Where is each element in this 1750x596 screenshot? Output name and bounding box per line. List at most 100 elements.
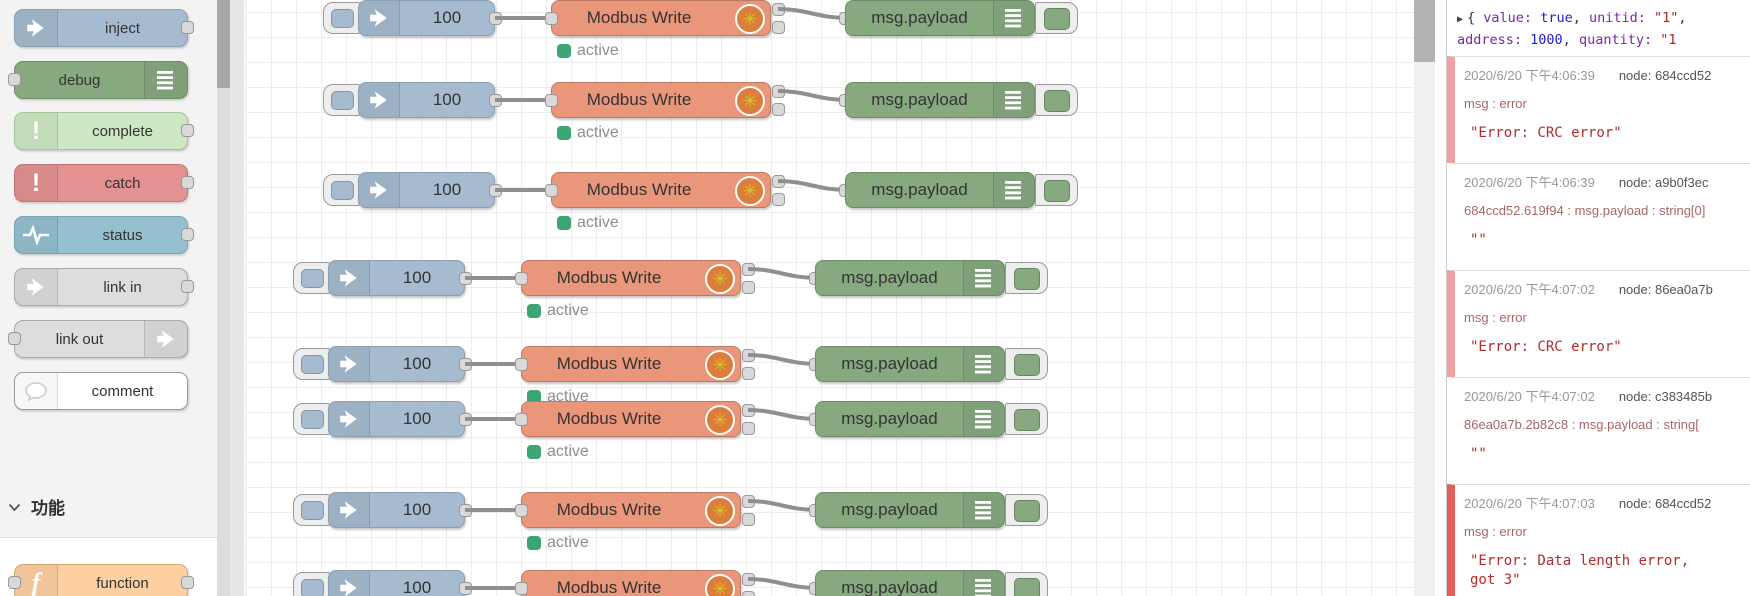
canvas-scrollbar[interactable] xyxy=(1414,0,1435,596)
wire[interactable] xyxy=(465,586,525,590)
palette-node-complete[interactable]: !complete xyxy=(14,112,194,150)
wire[interactable] xyxy=(465,417,525,421)
debug-node[interactable]: msg.payload xyxy=(815,570,1005,596)
debug-toggle-button[interactable] xyxy=(1005,348,1048,380)
modbus-write-node[interactable]: Modbus Write✳ xyxy=(521,401,741,437)
modbus-output-port-2[interactable] xyxy=(741,280,755,294)
inject-button[interactable] xyxy=(293,403,330,435)
modbus-input-port[interactable] xyxy=(514,357,528,371)
palette-canvas-divider[interactable] xyxy=(230,0,246,596)
inject-button[interactable] xyxy=(293,494,330,526)
inject-node[interactable]: 100 xyxy=(328,570,465,596)
modbus-output-port-2[interactable] xyxy=(741,512,755,526)
palette-node-port-out[interactable] xyxy=(181,576,194,589)
wire[interactable] xyxy=(495,188,555,192)
debug-node-label: msg.payload xyxy=(841,268,938,287)
inject-node[interactable]: 100 xyxy=(328,260,465,296)
debug-toggle-button[interactable] xyxy=(1005,403,1048,435)
debug-entry-meta: msg : error xyxy=(1464,310,1527,325)
debug-object-message[interactable]: ▶{ value: true, unitid: "1",address: 100… xyxy=(1447,0,1750,56)
wire[interactable] xyxy=(465,276,525,280)
inject-button[interactable] xyxy=(293,572,330,596)
debug-node[interactable]: msg.payload xyxy=(845,82,1035,118)
modbus-write-node[interactable]: Modbus Write✳ xyxy=(521,570,741,596)
inject-node[interactable]: 100 xyxy=(328,492,465,528)
palette-node-debug[interactable]: debug xyxy=(8,61,188,99)
palette-node-port-out[interactable] xyxy=(181,124,194,137)
modbus-output-port-2[interactable] xyxy=(741,421,755,435)
modbus-write-node[interactable]: Modbus Write✳ xyxy=(551,0,771,36)
debug-toggle-button[interactable] xyxy=(1005,494,1048,526)
canvas-scrollbar-thumb[interactable] xyxy=(1414,0,1435,62)
debug-node[interactable]: msg.payload xyxy=(815,492,1005,528)
inject-button[interactable] xyxy=(293,348,330,380)
palette-node-port-out[interactable] xyxy=(181,228,194,241)
modbus-input-port[interactable] xyxy=(514,412,528,426)
palette-node-catch[interactable]: !catch xyxy=(14,164,194,202)
palette-scrollbar-thumb[interactable] xyxy=(217,0,230,88)
modbus-output-port-2[interactable] xyxy=(771,20,785,34)
wire[interactable] xyxy=(465,362,525,366)
wire[interactable] xyxy=(495,98,555,102)
modbus-write-node[interactable]: Modbus Write✳ xyxy=(551,82,771,118)
modbus-input-port[interactable] xyxy=(514,271,528,285)
palette-node-port-in[interactable] xyxy=(8,576,21,589)
debug-toggle-button[interactable] xyxy=(1005,262,1048,294)
palette-node-port-out[interactable] xyxy=(181,280,194,293)
debug-node[interactable]: msg.payload xyxy=(815,260,1005,296)
palette-node-status[interactable]: status xyxy=(14,216,194,254)
modbus-write-node[interactable]: Modbus Write✳ xyxy=(551,172,771,208)
palette-category-header[interactable]: 功能 xyxy=(8,494,65,519)
debug-toggle-button[interactable] xyxy=(1035,84,1078,116)
inject-node[interactable]: 100 xyxy=(328,401,465,437)
modbus-input-port[interactable] xyxy=(514,503,528,517)
modbus-input-port[interactable] xyxy=(544,183,558,197)
debug-node[interactable]: msg.payload xyxy=(845,0,1035,36)
palette-node-port-out[interactable] xyxy=(181,21,194,34)
palette-node-port-out[interactable] xyxy=(181,176,194,189)
modbus-output-port-2[interactable] xyxy=(741,366,755,380)
modbus-output-port-2[interactable] xyxy=(741,590,755,596)
inject-button[interactable] xyxy=(323,2,360,34)
inject-node[interactable]: 100 xyxy=(358,82,495,118)
inject-button[interactable] xyxy=(323,84,360,116)
palette-node-inject[interactable]: inject xyxy=(14,9,194,47)
wire[interactable] xyxy=(465,508,525,512)
palette-scrollbar[interactable] xyxy=(217,0,230,596)
modbus-input-port[interactable] xyxy=(514,581,528,595)
modbus-output-port-2[interactable] xyxy=(771,192,785,206)
debug-node[interactable]: msg.payload xyxy=(815,401,1005,437)
debug-node[interactable]: msg.payload xyxy=(845,172,1035,208)
palette-node-link-in[interactable]: link in xyxy=(14,268,194,306)
inject-node[interactable]: 100 xyxy=(328,346,465,382)
modbus-write-node[interactable]: Modbus Write✳ xyxy=(521,492,741,528)
debug-toggle-button[interactable] xyxy=(1005,572,1048,596)
debug-toggle-button[interactable] xyxy=(1035,2,1078,34)
modbus-write-node[interactable]: Modbus Write✳ xyxy=(521,346,741,382)
palette-node-link-out[interactable]: link out xyxy=(8,320,188,358)
inject-button[interactable] xyxy=(293,262,330,294)
debug-node-id: node: 684ccd52 xyxy=(1618,496,1712,511)
palette-node-comment[interactable]: comment xyxy=(14,372,188,410)
modbus-input-port[interactable] xyxy=(544,93,558,107)
modbus-write-node[interactable]: Modbus Write✳ xyxy=(521,260,741,296)
debug-node[interactable]: msg.payload xyxy=(815,346,1005,382)
wire[interactable] xyxy=(495,16,555,20)
debug-toggle-button[interactable] xyxy=(1035,174,1078,206)
inject-node[interactable]: 100 xyxy=(358,0,495,36)
inject-node-label: 100 xyxy=(432,8,462,27)
modbus-output-port-2[interactable] xyxy=(771,102,785,116)
inject-node[interactable]: 100 xyxy=(358,172,495,208)
palette-node-port-in[interactable] xyxy=(8,332,21,345)
palette-node-port-in[interactable] xyxy=(8,73,21,86)
modbus-input-port[interactable] xyxy=(544,11,558,25)
inject-button[interactable] xyxy=(323,174,360,206)
